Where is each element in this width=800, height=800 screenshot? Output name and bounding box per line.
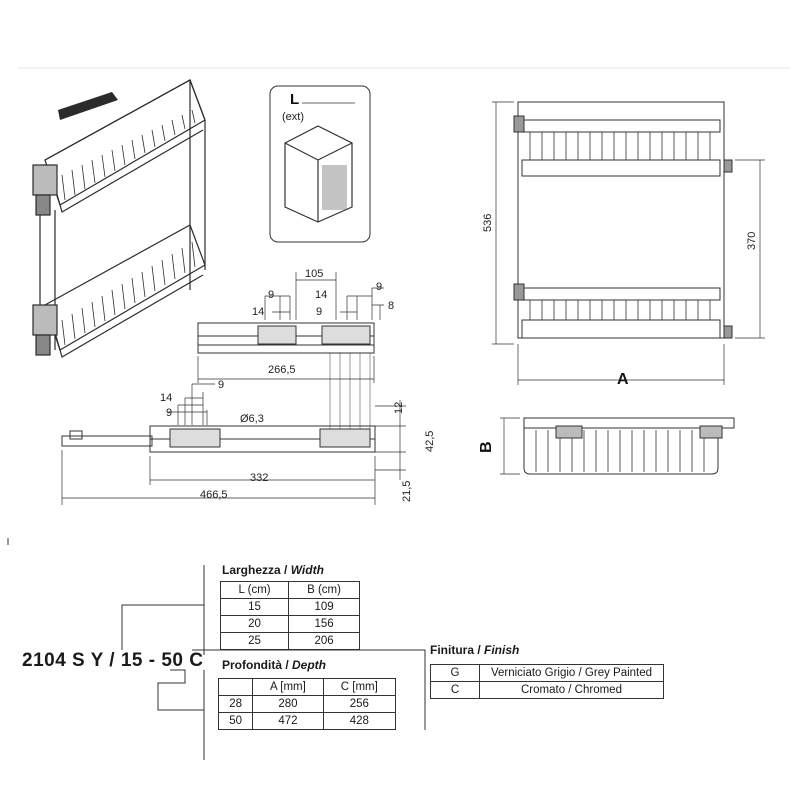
- dim-332: 332: [250, 472, 268, 484]
- table-row: 28 280 256: [217, 695, 397, 713]
- table-header: B (cm): [288, 581, 360, 599]
- table-cell: 428: [322, 712, 397, 730]
- table-row: C Cromato / Chromed: [430, 681, 664, 699]
- finish-table: G Verniciato Grigio / Grey Painted C Cro…: [430, 664, 664, 699]
- table-row: 50 472 428: [217, 712, 397, 730]
- width-inset-box: [269, 85, 371, 243]
- table-cell: Verniciato Grigio / Grey Painted: [479, 664, 664, 682]
- table-cell: G: [430, 664, 480, 682]
- dim-466-5: 466,5: [200, 489, 228, 501]
- table-row: G Verniciato Grigio / Grey Painted: [430, 664, 664, 682]
- code-connector-lines: [7, 538, 426, 760]
- dim-9d: 9: [218, 379, 224, 391]
- dim-266-5: 266,5: [268, 364, 296, 376]
- table-row: L (cm) B (cm): [219, 581, 360, 599]
- dim-42-5: 42,5: [424, 431, 436, 452]
- depth-table: A [mm] C [mm] 28 280 256 50 472 428: [217, 678, 397, 730]
- dim-105: 105: [305, 268, 323, 280]
- table-header: [217, 678, 254, 696]
- dim-14b: 14: [315, 289, 327, 301]
- dim-12: 12: [393, 402, 405, 414]
- table-cell: 15: [219, 598, 290, 616]
- width-table: L (cm) B (cm) 15 109 20 156 25 206: [219, 581, 360, 650]
- dim-8: 8: [388, 300, 394, 312]
- table-header: A [mm]: [252, 678, 324, 696]
- model-code: 2104 S Y / 15 - 50 C: [22, 650, 204, 671]
- table-cell: C: [430, 681, 480, 699]
- dim-label-ext: (ext): [282, 111, 304, 123]
- table-cell: 206: [288, 632, 360, 650]
- depth-table-title: Profondità / Depth: [222, 658, 326, 672]
- dim-9b: 9: [316, 306, 322, 318]
- upper-slide-view: [197, 272, 384, 430]
- table-row: 20 156: [219, 615, 360, 633]
- dim-label-A: A: [617, 371, 629, 388]
- table-cell: Cromato / Chromed: [479, 681, 664, 699]
- table-cell: 28: [217, 695, 254, 713]
- table-header: C [mm]: [322, 678, 397, 696]
- dim-label-B: B: [478, 441, 495, 453]
- side-elevation-view: [500, 417, 735, 475]
- dim-536: 536: [482, 214, 494, 232]
- table-cell: 280: [252, 695, 324, 713]
- dim-diameter: Ø6,3: [240, 413, 264, 425]
- table-row: A [mm] C [mm]: [217, 678, 397, 696]
- dim-label-L: L: [290, 91, 299, 108]
- table-cell: 50: [217, 712, 254, 730]
- finish-table-title: Finitura / Finish: [430, 643, 520, 657]
- front-elevation-view: [492, 101, 765, 385]
- dim-low-9b: 9: [166, 407, 172, 419]
- table-cell: 25: [219, 632, 290, 650]
- dim-14: 14: [252, 306, 264, 318]
- table-row: 15 109: [219, 598, 360, 616]
- basket-isometric-view: [32, 79, 206, 358]
- dim-21-5: 21,5: [401, 481, 413, 502]
- table-row: 25 206: [219, 632, 360, 650]
- table-header: L (cm): [219, 581, 290, 599]
- table-cell: 156: [288, 615, 360, 633]
- lower-slide-view: [61, 383, 406, 505]
- dimension-labels: L (ext) 105 9 14 9 14 9 8 266,5 9 14 9 Ø…: [160, 91, 758, 502]
- table-cell: 20: [219, 615, 290, 633]
- table-cell: 256: [322, 695, 397, 713]
- table-cell: 109: [288, 598, 360, 616]
- dim-9c: 9: [376, 281, 382, 293]
- width-table-title: Larghezza / Width: [222, 563, 324, 577]
- dim-370: 370: [746, 232, 758, 250]
- table-cell: 472: [252, 712, 324, 730]
- pull-direction-arrow-icon: [58, 86, 130, 120]
- dim-low-14: 14: [160, 392, 172, 404]
- dim-9a: 9: [268, 289, 274, 301]
